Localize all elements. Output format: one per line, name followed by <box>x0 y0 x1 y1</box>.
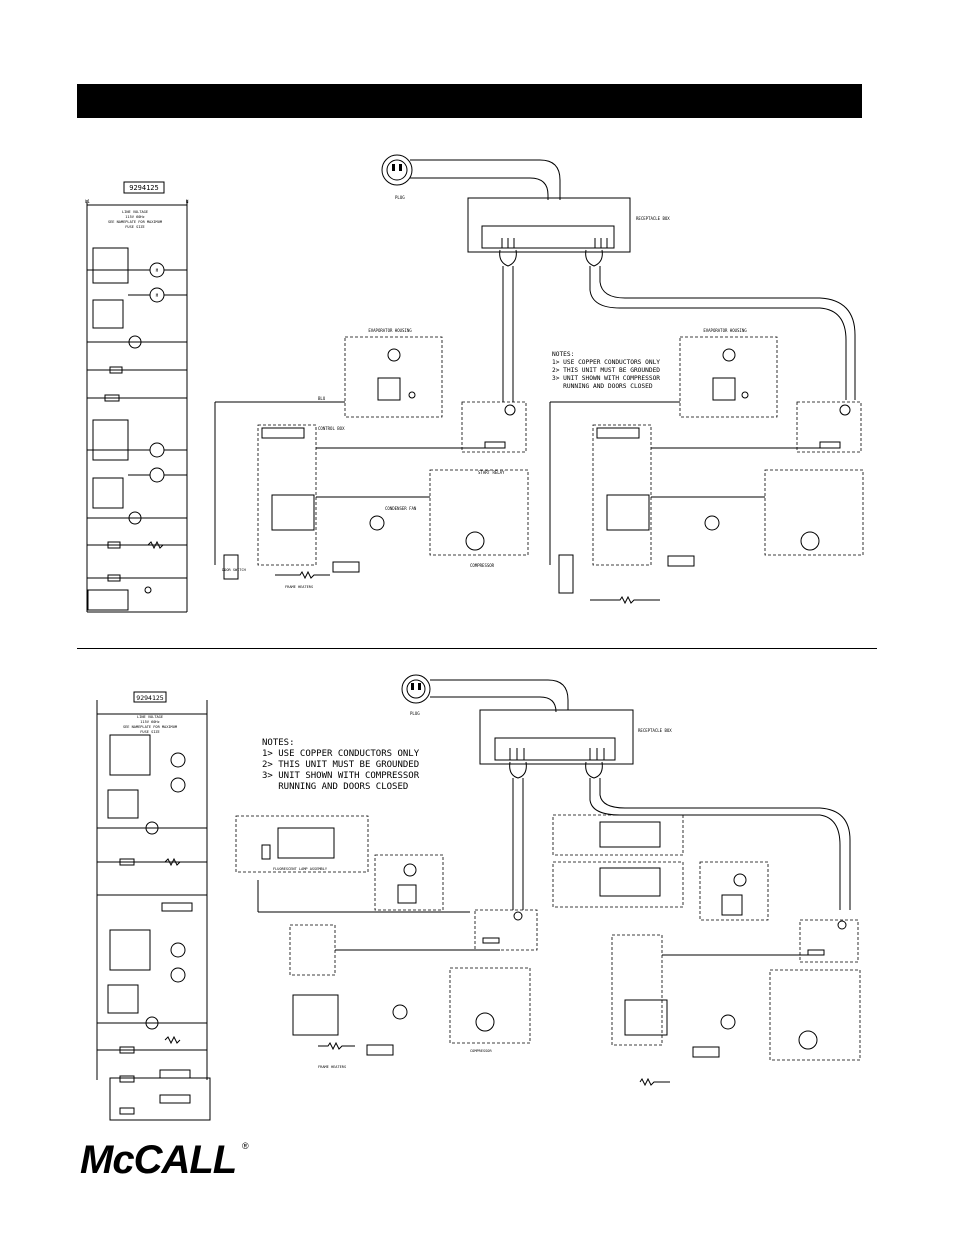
svg-text:DOOR SWITCH: DOOR SWITCH <box>222 568 246 572</box>
upper-notes: NOTES: 1> USE COPPER CONDUCTORS ONLY 2> … <box>552 351 660 390</box>
header-bar <box>77 84 862 118</box>
svg-text:L1: L1 <box>85 199 90 204</box>
svg-text:COMPRESSOR: COMPRESSOR <box>470 1049 492 1053</box>
svg-text:M: M <box>156 268 159 273</box>
lower-left-schematic: FLUORESCENT LAMP ASSEMBLY COMPRESSOR FRA… <box>235 815 538 1069</box>
svg-text:®: ® <box>242 1141 249 1151</box>
svg-text:RECEPTACLE BOX: RECEPTACLE BOX <box>636 216 670 221</box>
svg-text:RECEPTACLE BOX: RECEPTACLE BOX <box>638 728 672 733</box>
lower-receptacle-box: RECEPTACLE BOX <box>479 709 851 910</box>
lower-ladder-diagram: 9294125 LINE VOLTAGE 115V 60Hz SEE NAMEP… <box>96 691 211 1121</box>
svg-text:SEE NAMEPLATE FOR MAXIMUM: SEE NAMEPLATE FOR MAXIMUM <box>108 220 163 224</box>
svg-text:M: M <box>156 293 159 298</box>
upper-ladder-id: 9294125 <box>129 184 159 192</box>
svg-text:115V 60Hz: 115V 60Hz <box>125 215 144 219</box>
svg-text:3> UNIT SHOWN WITH COMPRESSOR: 3> UNIT SHOWN WITH COMPRESSOR <box>262 771 420 781</box>
lower-ladder-id: 9294125 <box>136 694 163 702</box>
svg-text:2> THIS UNIT MUST BE GROUNDED: 2> THIS UNIT MUST BE GROUNDED <box>552 367 660 374</box>
svg-text:FRAME HEATERS: FRAME HEATERS <box>318 1065 346 1069</box>
upper-plug: PLUG <box>381 154 561 200</box>
mccall-logo: McCALL ® <box>80 1138 249 1179</box>
lower-right-schematic <box>552 814 861 1087</box>
svg-text:3> UNIT SHOWN WITH COMPRESSOR: 3> UNIT SHOWN WITH COMPRESSOR <box>552 375 660 382</box>
svg-text:RUNNING AND DOORS CLOSED: RUNNING AND DOORS CLOSED <box>262 782 408 792</box>
svg-text:NOTES:: NOTES: <box>552 351 574 358</box>
svg-text:BLU: BLU <box>318 396 326 401</box>
svg-text:EVAPORATOR HOUSING: EVAPORATOR HOUSING <box>368 328 412 333</box>
svg-text:COMPRESSOR: COMPRESSOR <box>470 563 495 568</box>
svg-text:RUNNING AND DOORS CLOSED: RUNNING AND DOORS CLOSED <box>552 383 653 390</box>
upper-ladder-diagram: 9294125 L1 N LINE VOLTAGE 115V 60Hz SEE … <box>85 181 189 613</box>
svg-text:FUSE SIZE: FUSE SIZE <box>125 225 144 229</box>
svg-text:LINE VOLTAGE: LINE VOLTAGE <box>137 715 163 719</box>
svg-text:FLUORESCENT LAMP ASSEMBLY: FLUORESCENT LAMP ASSEMBLY <box>273 867 328 871</box>
svg-text:FUSE SIZE: FUSE SIZE <box>140 730 159 734</box>
svg-text:2> THIS UNIT MUST BE GROUNDED: 2> THIS UNIT MUST BE GROUNDED <box>262 760 419 770</box>
svg-text:LINE VOLTAGE: LINE VOLTAGE <box>122 210 148 214</box>
upper-receptacle-box: RECEPTACLE BOX <box>467 197 856 402</box>
svg-text:START RELAY: START RELAY <box>478 470 505 475</box>
section-divider <box>77 648 877 649</box>
svg-text:FRAME HEATERS: FRAME HEATERS <box>285 585 313 589</box>
svg-text:1> USE COPPER CONDUCTORS ONLY: 1> USE COPPER CONDUCTORS ONLY <box>552 359 660 366</box>
svg-text:EVAPORATOR HOUSING: EVAPORATOR HOUSING <box>703 328 747 333</box>
svg-text:1> USE COPPER CONDUCTORS ONLY: 1> USE COPPER CONDUCTORS ONLY <box>262 749 420 759</box>
svg-text:CONDENSER FAN: CONDENSER FAN <box>385 506 417 511</box>
svg-text:SEE NAMEPLATE FOR MAXIMUM: SEE NAMEPLATE FOR MAXIMUM <box>123 725 178 729</box>
upper-right-schematic: EVAPORATOR HOUSING <box>549 328 864 605</box>
svg-text:PLUG: PLUG <box>395 195 405 200</box>
lower-notes: NOTES: 1> USE COPPER CONDUCTORS ONLY 2> … <box>262 738 420 792</box>
svg-text:CONTROL BOX: CONTROL BOX <box>318 426 345 431</box>
upper-left-schematic: EVAPORATOR HOUSING BLU CONTROL BOX CONDE… <box>214 328 529 589</box>
svg-text:115V 60Hz: 115V 60Hz <box>140 720 159 724</box>
svg-text:McCALL: McCALL <box>80 1138 236 1179</box>
svg-text:PLUG: PLUG <box>410 711 420 716</box>
svg-text:NOTES:: NOTES: <box>262 738 295 748</box>
lower-plug: PLUG <box>401 674 569 716</box>
